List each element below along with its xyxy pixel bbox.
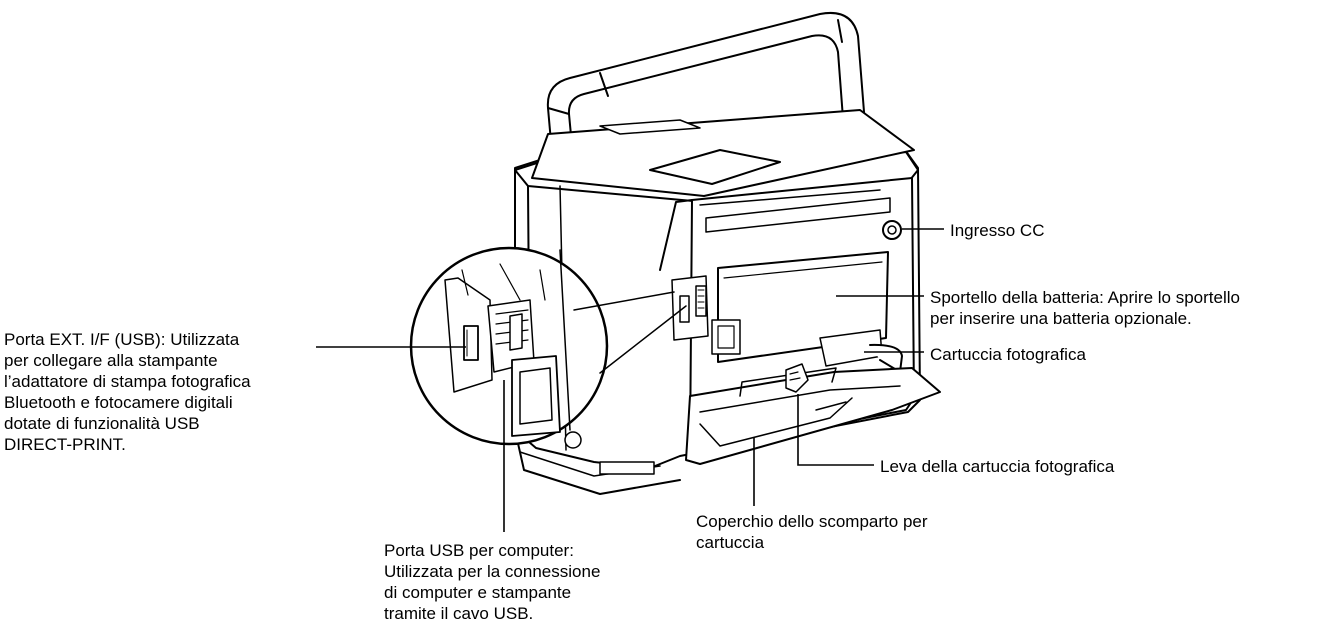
- leader-cartridge-lever: [797, 394, 874, 466]
- callout-cartridge-lever: Leva della cartuccia fotografica: [880, 456, 1114, 477]
- callout-usb-computer-port: Porta USB per computer: Utilizzata per l…: [384, 540, 600, 624]
- callout-leaders: [316, 228, 944, 532]
- callout-ext-if-port: Porta EXT. I/F (USB): Utilizzata per col…: [4, 329, 251, 455]
- callout-usb-computer-port-line: di computer e stampante: [384, 583, 572, 602]
- callout-cartridge-lever-line: Leva della cartuccia fotografica: [880, 457, 1115, 476]
- callout-usb-computer-port-line: Porta USB per computer:: [384, 541, 574, 560]
- cartridge-compartment-cover: [685, 367, 941, 465]
- callout-battery-door-line: Sportello della batteria: Aprire lo spor…: [930, 288, 1240, 307]
- ext-if-port: [671, 275, 709, 341]
- printer-illustration: [409, 12, 941, 495]
- callout-photo-cartridge-line: Cartuccia fotografica: [930, 345, 1086, 364]
- photo-cartridge-lever: [785, 363, 809, 393]
- callout-dc-in: Ingresso CC: [950, 220, 1044, 241]
- callout-battery-door: Sportello della batteria: Aprire lo spor…: [930, 287, 1240, 329]
- callout-cartridge-cover: Coperchio dello scomparto per cartuccia: [696, 511, 928, 553]
- callout-ext-if-port-line: per collegare alla stampante: [4, 351, 218, 370]
- callout-dc-in-line: Ingresso CC: [950, 221, 1045, 240]
- magnified-port-detail: [409, 246, 609, 446]
- callout-cartridge-cover-line: cartuccia: [696, 533, 765, 552]
- callout-ext-if-port-line: l’adattatore di stampa fotografica: [4, 372, 251, 391]
- printer-base: [514, 429, 681, 495]
- callout-ext-if-port-line: Porta EXT. I/F (USB): Utilizzata: [4, 330, 240, 349]
- callout-photo-cartridge: Cartuccia fotografica: [930, 344, 1086, 365]
- callout-usb-computer-port-line: tramite il cavo USB.: [384, 604, 534, 623]
- callout-ext-if-port-line: Bluetooth e fotocamere digitali: [4, 393, 233, 412]
- callout-ext-if-port-line: DIRECT-PRINT.: [4, 435, 126, 454]
- callout-usb-computer-port-line: Utilizzata per la connessione: [384, 562, 601, 581]
- callout-cartridge-cover-line: Coperchio dello scomparto per: [696, 512, 928, 531]
- callout-battery-door-line: per inserire una batteria opzionale.: [930, 309, 1192, 328]
- callout-ext-if-port-line: dotate di funzionalità USB: [4, 414, 200, 433]
